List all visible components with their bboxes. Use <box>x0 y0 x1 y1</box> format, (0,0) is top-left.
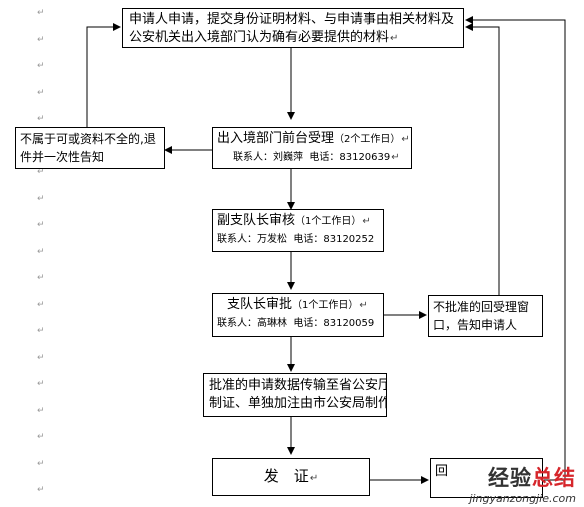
paragraph-mark-icon: ↵ <box>390 33 399 44</box>
paragraph-mark-icon: ↵ <box>37 432 45 442</box>
box-chief-approval: 支队长审批（1个工作日）↵ 联系人：高琳林 电话：83120059 <box>212 293 384 337</box>
arrow-return-to-apply <box>465 16 566 481</box>
paragraph-mark-icon: ↵ <box>37 61 45 71</box>
paragraph-mark-icon: ↵ <box>391 152 400 163</box>
paragraph-mark-icon: ↵ <box>309 473 319 484</box>
deputy-title-line: 副支队长审核（1个工作日）↵ <box>217 213 371 228</box>
box-apply: 申请人申请，提交身份证明材料、与申请事由相关材料及 公安机关出入境部门认为确有必… <box>122 8 464 48</box>
box-reject-return: 不属于可或资料不全的,退 件并一次性告知 <box>15 127 165 169</box>
reject-left-line-1: 不属于可或资料不全的,退 <box>20 132 156 146</box>
paragraph-mark-icon: ↵ <box>37 379 45 389</box>
paragraph-mark-icon: ↵ <box>37 194 45 204</box>
paragraph-mark-icon: ↵ <box>37 406 45 416</box>
box-return: 回 <box>430 458 543 498</box>
paragraph-mark-icon: ↵ <box>37 220 45 230</box>
paragraph-mark-icon: ↵ <box>37 459 45 469</box>
arrow-reject-right-to-apply <box>465 23 500 295</box>
paragraph-mark-icon: ↵ <box>359 300 368 311</box>
box-disapproval-notice: 不批准的回受理窗 口，告知申请人 <box>428 295 543 337</box>
front-desk-contact-line: 联系人：刘巍萍 电话：83120639↵ <box>233 152 400 163</box>
box-front-desk: 出入境部门前台受理（2个工作日）↵ 联系人：刘巍萍 电话：83120639↵ <box>212 127 412 169</box>
deputy-contact-line: 联系人：万发松 电话：83120252 <box>217 234 375 245</box>
paragraph-mark-icon: ↵ <box>37 88 45 98</box>
paragraph-mark-icon: ↵ <box>37 8 45 18</box>
box-transmit-data: 批准的申请数据传输至省公安厅 制证、单独加注由市公安局制作 <box>203 373 387 417</box>
reject-right-line-1: 不批准的回受理窗 <box>433 300 530 314</box>
chief-title-line: 支队长审批（1个工作日）↵ <box>227 297 368 312</box>
box-issue-certificate: 发 证↵ <box>212 458 370 496</box>
paragraph-mark-icon: ↵ <box>37 353 45 363</box>
paragraph-mark-icon: ↵ <box>362 216 371 227</box>
reject-left-line-2: 件并一次性告知 <box>20 150 105 164</box>
transmit-line-2: 制证、单独加注由市公安局制作 <box>209 396 387 411</box>
paragraph-mark-icon: ↵ <box>37 167 45 177</box>
apply-line-2: 公安机关出入境部门认为确有必要提供的材料↵ <box>129 30 399 45</box>
arrow-reject-to-apply <box>86 23 121 127</box>
paragraph-mark-icon: ↵ <box>37 300 45 310</box>
watermark-url: jingyanzongjie.com <box>469 492 576 505</box>
chief-contact-line: 联系人：高琳林 电话：83120059 <box>217 318 375 329</box>
front-desk-title-line: 出入境部门前台受理（2个工作日）↵ <box>217 131 410 146</box>
paragraph-mark-icon: ↵ <box>37 485 45 495</box>
apply-line-1: 申请人申请，提交身份证明材料、与申请事由相关材料及 <box>129 12 455 27</box>
watermark: 经验总结 jingyanzongjie.com <box>469 462 576 505</box>
transmit-line-1: 批准的申请数据传输至省公安厅 <box>209 378 387 393</box>
watermark-title: 经验总结 <box>488 466 576 490</box>
paragraph-mark-icon: ↵ <box>37 247 45 257</box>
paragraph-mark-icon: ↵ <box>37 114 45 124</box>
paragraph-mark-icon: ↵ <box>401 134 410 145</box>
reject-right-line-2: 口，告知申请人 <box>433 318 518 332</box>
box-deputy-review: 副支队长审核（1个工作日）↵ 联系人：万发松 电话：83120252 <box>212 209 384 252</box>
paragraph-mark-icon: ↵ <box>37 273 45 283</box>
paragraph-mark-icon: ↵ <box>37 326 45 336</box>
paragraph-mark-icon: ↵ <box>37 35 45 45</box>
